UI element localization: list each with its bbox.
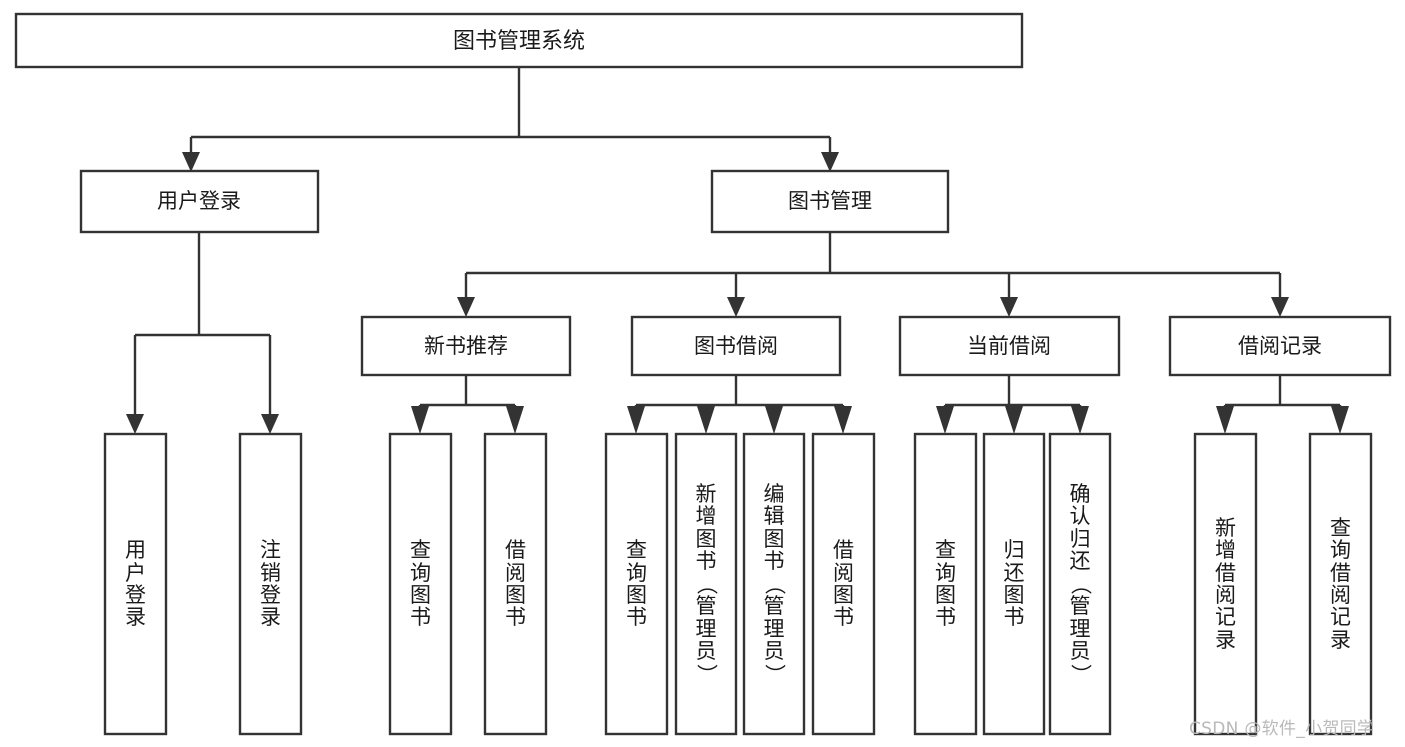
node-box-leaf-add-borrow-record[interactable] [1193,432,1258,736]
node-box-leaf-edit-book-admin[interactable] [742,432,806,736]
node-box-leaf-query-borrow-record[interactable] [1308,432,1373,736]
node-label-borrow-record: 借阅记录 [1238,334,1322,358]
arrow-currentborrow-leaf-1 [936,406,954,434]
watermark-text: CSDN @软件_小贺同学 [1189,719,1375,739]
node-layer: 图书管理系统 用户登录 图书管理 新书推荐 图书借阅 当前借阅 借阅记录 [14,12,1392,736]
arrow-root-to-book-manage [821,152,839,172]
node-box-leaf-borrow-book-2[interactable] [811,432,876,736]
arrow-root-to-user-login [182,152,200,172]
node-box-leaf-confirm-return-admin[interactable] [1048,432,1112,736]
arrow-bookborrow-leaf-2 [697,406,715,434]
arrow-newbookrec-leaf-2 [506,406,524,434]
arrow-currentborrow-leaf-3 [1071,406,1089,434]
arrow-newbookrec-leaf-1 [411,406,429,434]
node-box-user-login[interactable] [79,169,320,234]
node-box-leaf-user-login[interactable] [103,432,168,736]
arrow-borrowrecord-leaf-1 [1216,406,1234,434]
node-box-root[interactable] [14,12,1024,69]
node-box-leaf-query-book-3[interactable] [913,432,978,736]
node-label-current-borrow: 当前借阅 [967,334,1051,358]
arrow-bookmanage-book-borrow [727,297,745,317]
arrow-bookmanage-new-book-rec [457,297,475,317]
arrow-borrowrecord-leaf-2 [1331,406,1349,434]
arrow-bookmanage-current-borrow [1000,297,1018,317]
node-box-leaf-query-book-1[interactable] [388,432,453,736]
node-box-leaf-borrow-book-1[interactable] [483,432,548,736]
node-box-borrow-record[interactable] [1168,315,1392,377]
node-box-new-book-rec[interactable] [360,315,572,377]
node-label-root: 图书管理系统 [453,29,585,54]
node-box-leaf-return-book[interactable] [982,432,1046,736]
node-box-leaf-query-book-2[interactable] [604,432,669,736]
arrow-userlogin-leaf-1 [126,414,144,434]
node-box-leaf-logout[interactable] [238,432,303,736]
node-label-user-login: 用户登录 [157,189,241,213]
node-box-book-manage[interactable] [710,169,950,234]
node-box-current-borrow[interactable] [898,315,1121,377]
node-label-book-manage: 图书管理 [788,189,872,213]
arrow-userlogin-leaf-2 [261,414,279,434]
node-label-book-borrow: 图书借阅 [694,334,778,358]
arrow-bookmanage-borrow-record [1271,297,1289,317]
node-label-new-book-rec: 新书推荐 [424,334,508,358]
arrow-currentborrow-leaf-2 [1005,406,1023,434]
arrow-bookborrow-leaf-4 [834,406,852,434]
node-box-leaf-add-book-admin[interactable] [674,432,738,736]
arrow-bookborrow-leaf-3 [765,406,783,434]
connector-layer [126,67,1349,434]
arrow-bookborrow-leaf-1 [627,406,645,434]
node-box-book-borrow[interactable] [630,315,842,377]
